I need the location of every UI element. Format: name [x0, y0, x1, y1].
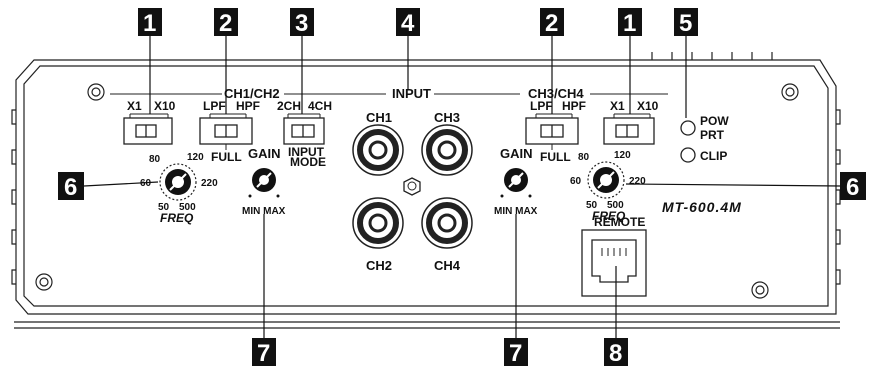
callout-6-left: 6 [58, 172, 84, 201]
svg-text:X10: X10 [637, 99, 659, 113]
svg-text:80: 80 [149, 154, 161, 165]
svg-text:7: 7 [257, 340, 270, 367]
screw-icon [781, 83, 799, 101]
callout-3: 3 [290, 8, 314, 37]
callout-7-left: 7 [252, 338, 276, 367]
x10-label: X10 [154, 99, 176, 113]
callout-1-top-left: 1 [138, 8, 162, 37]
ch12-header-label: CH1/CH2 [224, 86, 280, 101]
svg-text:CH4: CH4 [434, 258, 461, 273]
screw-icon [751, 281, 769, 299]
gain-multiplier-switch-left[interactable]: X1 X10 [123, 99, 176, 145]
gain-knob-right[interactable]: GAIN MIN MAX [494, 146, 538, 217]
2ch-label: 2CH [277, 99, 301, 113]
svg-text:220: 220 [629, 176, 646, 187]
svg-text:POW: POW [700, 114, 729, 128]
svg-text:500: 500 [607, 200, 624, 211]
callout-7-right: 7 [504, 338, 528, 367]
callout-8: 8 [604, 338, 628, 367]
svg-text:X1: X1 [610, 99, 625, 113]
svg-text:CLIP: CLIP [700, 149, 727, 163]
ch34-header-label: CH3/CH4 [528, 86, 584, 101]
chassis [11, 52, 841, 329]
svg-text:7: 7 [509, 340, 522, 367]
svg-text:REMOTE: REMOTE [594, 215, 645, 229]
svg-text:PRT: PRT [700, 128, 725, 142]
ground-nut-icon [403, 177, 421, 196]
min-max-label-left: MIN MAX [242, 206, 286, 217]
callout-4: 4 [396, 8, 420, 37]
model-name: MT-600.4M [662, 199, 742, 215]
hpf-label: HPF [236, 99, 260, 113]
power-protect-led: POW PRT [680, 114, 729, 142]
rca-input-ch2[interactable]: CH2 [352, 197, 404, 273]
input-mode-label-2: MODE [290, 155, 326, 169]
full-label: FULL [211, 150, 242, 164]
svg-text:CH1: CH1 [366, 110, 392, 125]
x1-label: X1 [127, 99, 142, 113]
svg-text:50: 50 [586, 200, 598, 211]
svg-text:8: 8 [609, 340, 622, 367]
svg-text:60: 60 [140, 178, 152, 189]
screw-icon [87, 83, 105, 101]
screw-icon [35, 273, 53, 291]
svg-text:2: 2 [545, 10, 558, 37]
input-mode-switch[interactable]: 2CH 4CH INPUT MODE [277, 99, 332, 169]
svg-text:LPF: LPF [530, 99, 553, 113]
freq-label-right: FREQ [592, 209, 626, 223]
svg-text:120: 120 [187, 152, 204, 163]
gain-knob-left[interactable]: GAIN MIN MAX [242, 146, 286, 217]
input-mode-label-1: INPUT [288, 145, 325, 159]
svg-text:500: 500 [179, 202, 196, 213]
remote-port[interactable]: REMOTE [581, 215, 647, 297]
callout-5: 5 [674, 8, 698, 37]
svg-text:CH3: CH3 [434, 110, 460, 125]
svg-text:2: 2 [219, 10, 232, 37]
callout-2-top-left: 2 [214, 8, 238, 37]
section-header: CH1/CH2 INPUT CH3/CH4 [110, 86, 668, 101]
input-header-label: INPUT [392, 86, 431, 101]
rca-input-ch4[interactable]: CH4 [421, 197, 473, 273]
svg-text:120: 120 [614, 150, 631, 161]
4ch-label: 4CH [308, 99, 332, 113]
mounting-screws [35, 83, 799, 299]
crossover-switch-left[interactable]: LPF HPF FULL [199, 99, 260, 164]
lpf-label: LPF [203, 99, 226, 113]
svg-text:50: 50 [158, 202, 170, 213]
callout-6-right: 6 [840, 172, 866, 201]
frequency-knob-right[interactable]: 80 120 60 220 50 500 FREQ [570, 150, 646, 223]
svg-text:6: 6 [846, 174, 859, 201]
svg-text:80: 80 [578, 152, 590, 163]
rca-input-ch3[interactable]: CH3 [421, 110, 473, 176]
callout-leaders [83, 34, 841, 340]
gain-multiplier-switch-right[interactable]: X1 X10 [603, 99, 659, 145]
svg-text:1: 1 [143, 10, 156, 37]
svg-text:220: 220 [201, 178, 218, 189]
svg-text:6: 6 [64, 174, 77, 201]
svg-text:1: 1 [623, 10, 636, 37]
clip-led: CLIP [680, 147, 727, 163]
freq-label-left: FREQ [160, 211, 194, 225]
svg-text:FULL: FULL [540, 150, 571, 164]
callout-2-top-right: 2 [540, 8, 564, 37]
callout-1-top-right: 1 [618, 8, 642, 37]
svg-text:HPF: HPF [562, 99, 586, 113]
crossover-switch-right[interactable]: LPF HPF FULL [525, 99, 586, 164]
frequency-knob-left[interactable]: 80 120 60 220 50 500 FREQ [140, 152, 218, 225]
gain-label-right: GAIN [500, 146, 533, 161]
svg-text:3: 3 [295, 10, 308, 37]
svg-text:60: 60 [570, 176, 582, 187]
svg-text:CH2: CH2 [366, 258, 392, 273]
rca-input-ch1[interactable]: CH1 [352, 110, 404, 176]
svg-text:4: 4 [401, 10, 415, 37]
svg-text:5: 5 [679, 10, 692, 37]
gain-label-left: GAIN [248, 146, 281, 161]
min-max-label-right: MIN MAX [494, 206, 538, 217]
